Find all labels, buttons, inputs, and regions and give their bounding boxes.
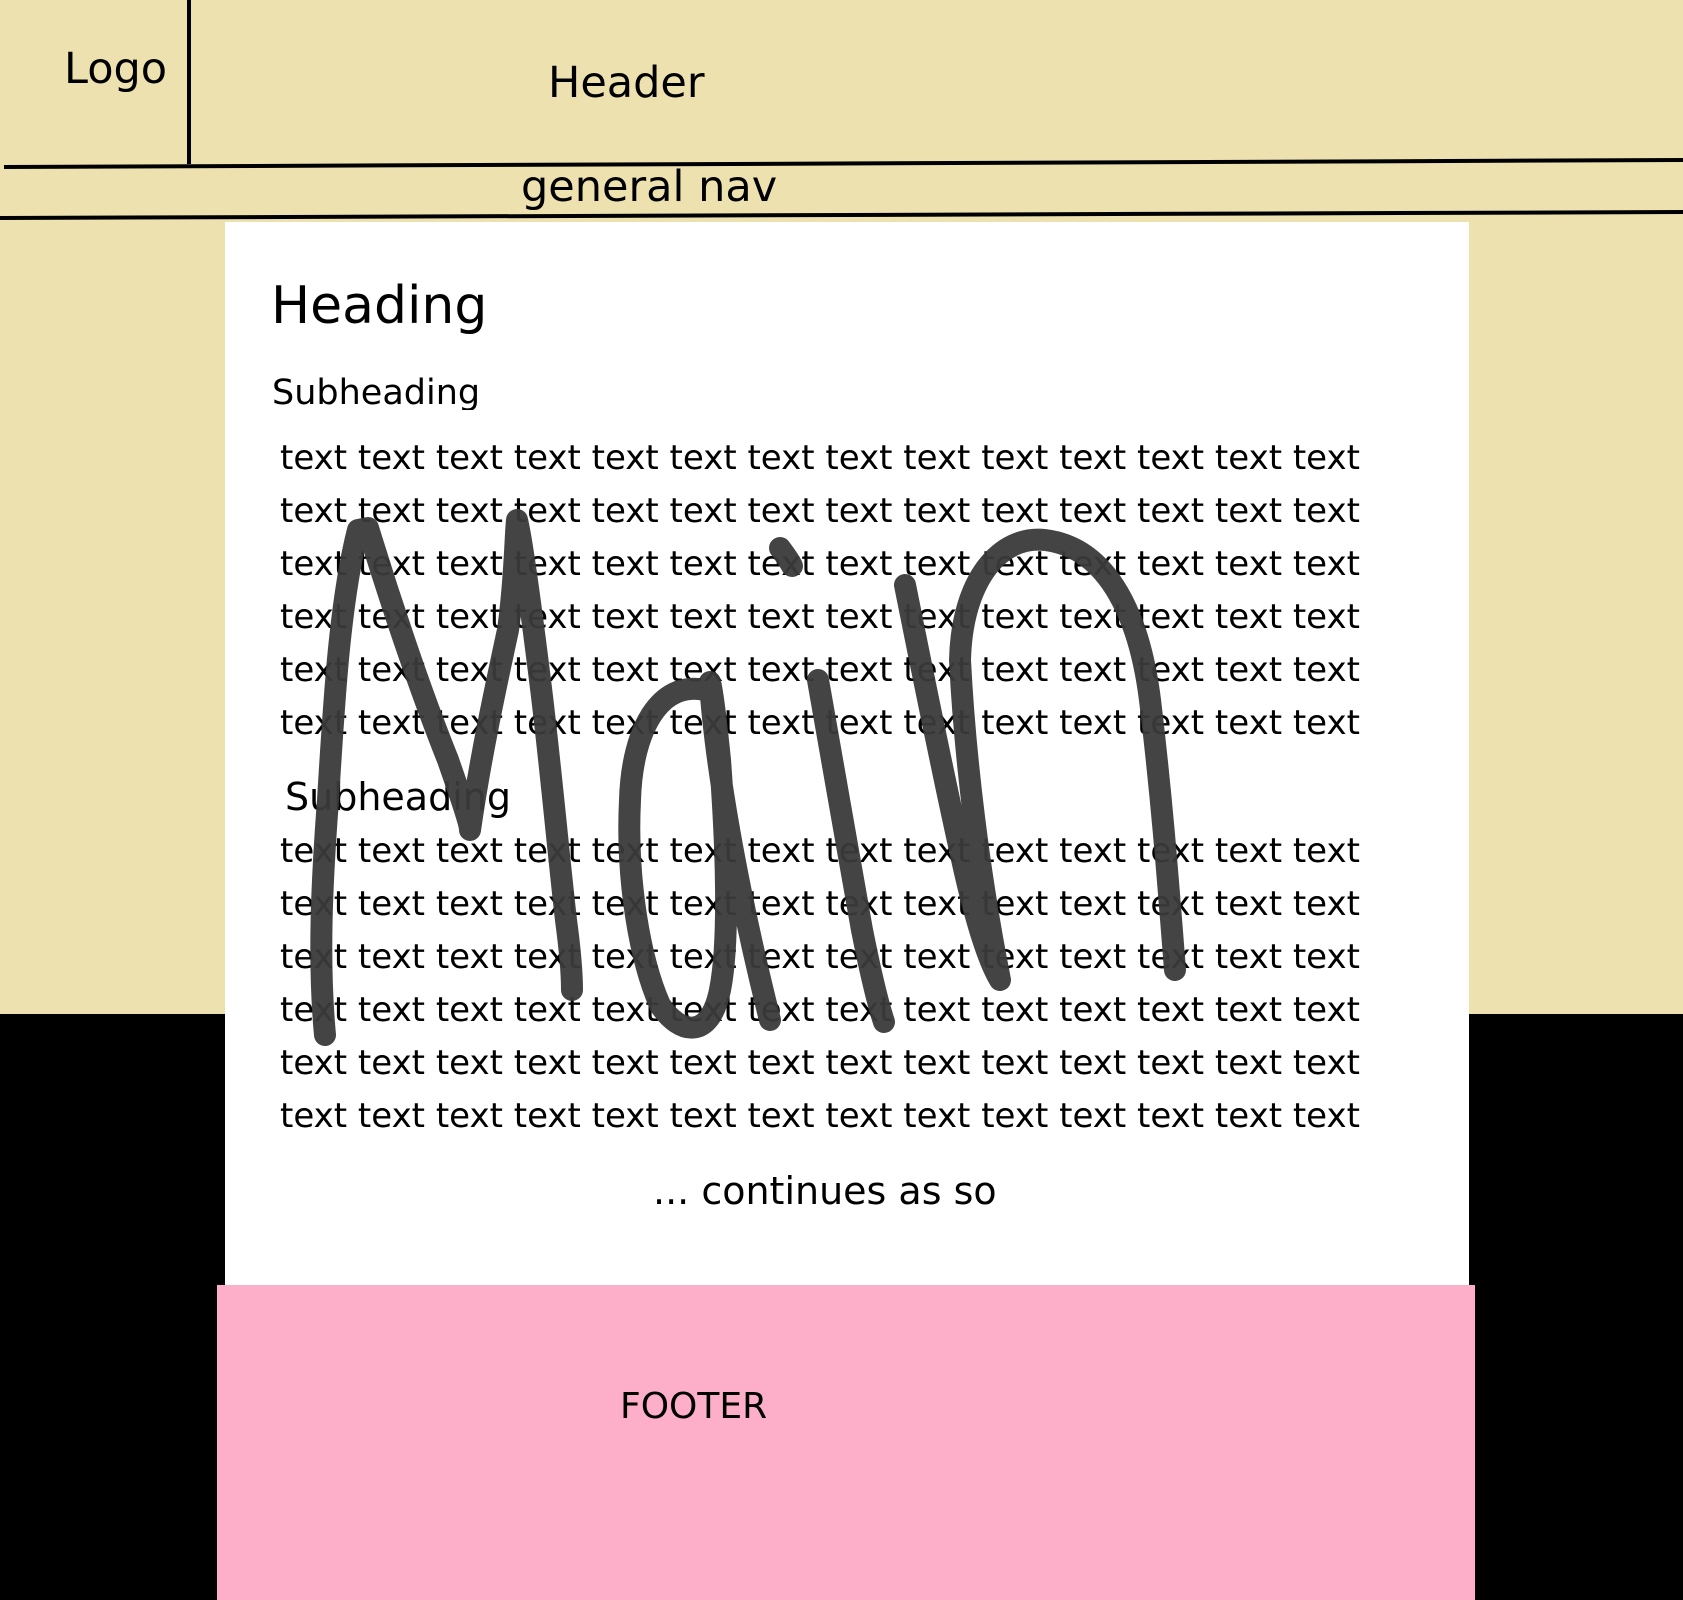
text-line: text text text text text text text text …: [280, 1043, 1360, 1083]
header-divider-lines: [0, 0, 1683, 220]
nav-bottom-line: [0, 210, 1683, 220]
text-line: text text text text text text text text …: [280, 544, 1360, 584]
text-line: text text text text text text text text …: [280, 703, 1360, 743]
text-line: text text text text text text text text …: [280, 937, 1360, 977]
text-line: text text text text text text text text …: [280, 597, 1360, 637]
subheading-2: Subheading: [285, 775, 511, 819]
text-line: text text text text text text text text …: [280, 884, 1360, 924]
paragraph-2: text text text text text text text text …: [280, 825, 1400, 1143]
text-line: text text text text text text text text …: [280, 438, 1360, 478]
logo[interactable]: Logo: [64, 44, 168, 94]
page-heading: Heading: [271, 276, 488, 336]
subheading-1: Subheading: [272, 376, 481, 410]
footer: FOOTER: [217, 1285, 1475, 1600]
continues-note: ... continues as so: [653, 1169, 997, 1213]
footer-label: FOOTER: [620, 1386, 768, 1427]
text-line: text text text text text text text text …: [280, 831, 1360, 871]
text-line: text text text text text text text text …: [280, 650, 1360, 690]
text-line: text text text text text text text text …: [280, 990, 1360, 1030]
header-title: Header: [548, 58, 705, 108]
text-line: text text text text text text text text …: [280, 1096, 1360, 1136]
paragraph-1: text text text text text text text text …: [280, 432, 1400, 750]
header-bottom-line: [3, 158, 1683, 169]
text-line: text text text text text text text text …: [280, 491, 1360, 531]
general-nav[interactable]: general nav: [521, 162, 778, 212]
main-content: Heading Subheading text text text text t…: [225, 222, 1469, 1287]
